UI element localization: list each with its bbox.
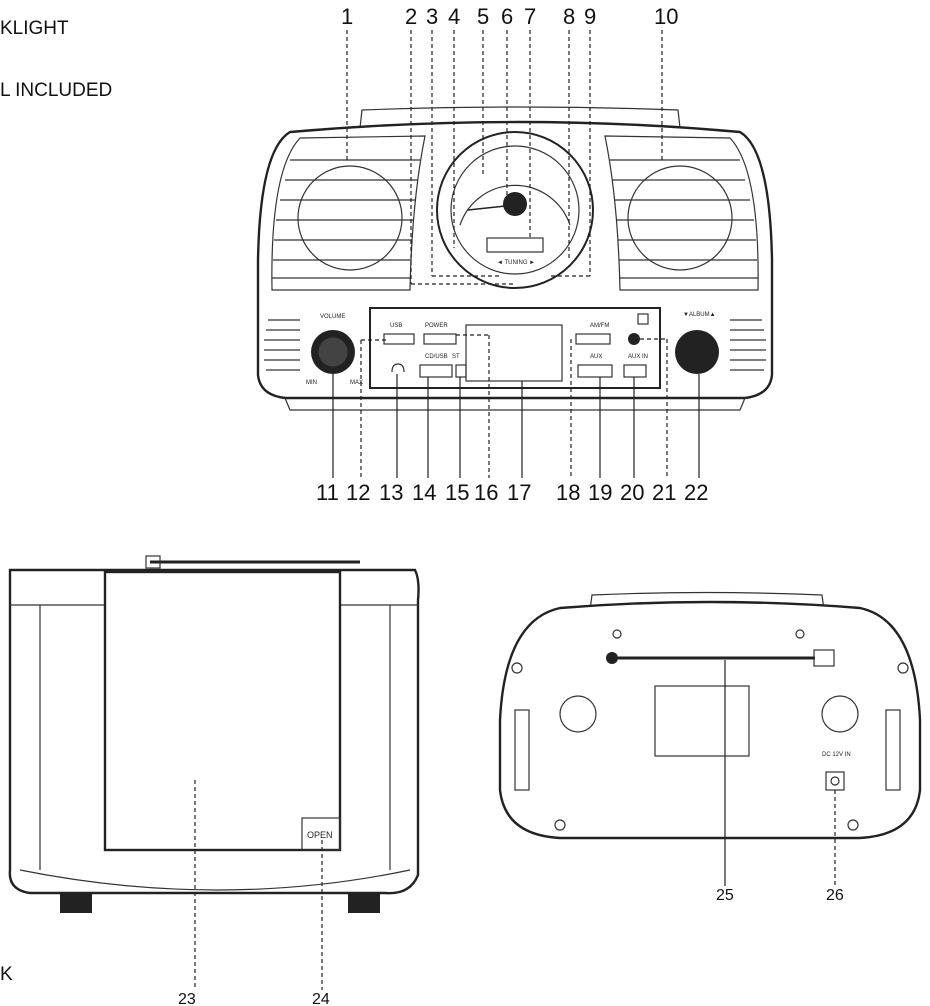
callout-9: 9 <box>584 4 596 29</box>
callout-4: 4 <box>448 4 460 29</box>
back-port-right <box>821 695 859 733</box>
back-leaders <box>724 660 836 886</box>
power-label: POWER <box>425 323 448 329</box>
album-knob[interactable] <box>675 330 719 374</box>
back-view: DC 12V IN <box>498 591 922 840</box>
dial-center-knob[interactable] <box>503 192 527 216</box>
callout-10: 10 <box>654 4 678 29</box>
callout-21: 21 <box>652 480 676 505</box>
aux-label: AUX <box>590 354 602 360</box>
dial-display-window <box>486 237 544 253</box>
aux-button[interactable] <box>577 364 613 378</box>
callout-13: 13 <box>379 480 403 505</box>
callout-18: 18 <box>556 480 580 505</box>
callout-1: 1 <box>341 4 353 29</box>
callout-5: 5 <box>477 4 489 29</box>
page-text-included: L INCLUDED <box>0 80 113 101</box>
left-vents <box>264 319 300 371</box>
open-label: OPEN <box>307 830 333 840</box>
st-label: ST <box>452 354 460 360</box>
control-panel <box>369 307 661 389</box>
callout-14: 14 <box>412 480 436 505</box>
volume-label: VOLUME <box>320 314 345 320</box>
back-label-plate <box>654 685 750 757</box>
side-bottom-curve <box>19 869 411 891</box>
cd-door[interactable] <box>103 570 342 852</box>
back-antenna-tip <box>813 649 835 667</box>
left-grille-frame <box>271 135 426 291</box>
front-base <box>284 397 746 411</box>
side-antenna-tip <box>145 555 161 569</box>
cd-usb-button[interactable] <box>419 364 453 378</box>
callout-15: 15 <box>445 480 469 505</box>
right-speaker-ring <box>627 165 733 271</box>
am-fm-label: AM/FM <box>590 323 609 329</box>
callout-23: 23 <box>178 991 196 1006</box>
back-vent-left <box>514 709 530 791</box>
st-indicator <box>455 364 467 378</box>
callout-8: 8 <box>563 4 575 29</box>
power-button[interactable] <box>423 333 457 345</box>
max-label: MAX <box>350 380 363 386</box>
page-text-k: K <box>0 964 13 985</box>
callout-6: 6 <box>501 4 513 29</box>
tuning-label: ◄ TUNING ► <box>497 260 535 266</box>
usb-port[interactable] <box>383 333 415 345</box>
front-handle <box>359 106 681 129</box>
callout-7: 7 <box>524 4 536 29</box>
tuning-dial-inner <box>450 145 580 275</box>
back-handle <box>589 591 825 611</box>
back-body <box>498 600 922 840</box>
aux-in-jack[interactable] <box>623 364 647 378</box>
page-text-backlight: KLIGHT <box>0 18 69 39</box>
side-foot-right <box>348 893 380 913</box>
front-view: ◄ TUNING ► USB POWER AM/FM CD/USB ST AUX… <box>256 106 774 411</box>
callout-11: 11 <box>316 480 339 505</box>
back-antenna-mount <box>606 652 618 664</box>
open-button-frame[interactable] <box>301 817 341 851</box>
top-leaders <box>346 30 663 285</box>
callout-20: 20 <box>620 480 644 505</box>
album-label: ▼ALBUM▲ <box>683 312 716 318</box>
callout-3: 3 <box>426 4 438 29</box>
min-label: MIN <box>306 380 317 386</box>
left-grille-slats <box>272 159 420 279</box>
cd-usb-label: CD/USB <box>425 354 448 360</box>
am-fm-button[interactable] <box>575 333 611 345</box>
callout-22: 22 <box>684 480 708 505</box>
right-grille-slats <box>610 159 758 279</box>
dial-scale <box>459 184 571 226</box>
callout-26: 26 <box>826 887 844 904</box>
callout-12: 12 <box>346 480 370 505</box>
callout-2: 2 <box>405 4 417 29</box>
side-foot-left <box>60 893 92 913</box>
back-vent-right <box>885 709 901 791</box>
left-speaker-ring <box>297 165 403 271</box>
callout-17: 17 <box>507 480 531 505</box>
callout-16: 16 <box>474 480 498 505</box>
right-vents <box>730 319 766 371</box>
side-view: OPEN <box>8 555 420 913</box>
callout-19: 19 <box>588 480 612 505</box>
aux-in-label: AUX IN <box>628 354 648 360</box>
bottom-leaders <box>332 334 700 478</box>
usb-label: USB <box>390 323 402 329</box>
ir-sensor <box>628 333 640 345</box>
side-leaders <box>194 780 323 990</box>
back-port-left <box>559 695 597 733</box>
callout-25: 25 <box>716 887 734 904</box>
remote-icon <box>637 313 649 325</box>
headphone-icon <box>391 363 405 373</box>
dc-in-label: DC 12V IN <box>822 752 851 758</box>
callout-24: 24 <box>312 991 330 1006</box>
lcd-display <box>465 324 563 382</box>
volume-knob[interactable] <box>311 330 355 374</box>
right-grille-frame <box>604 135 759 291</box>
